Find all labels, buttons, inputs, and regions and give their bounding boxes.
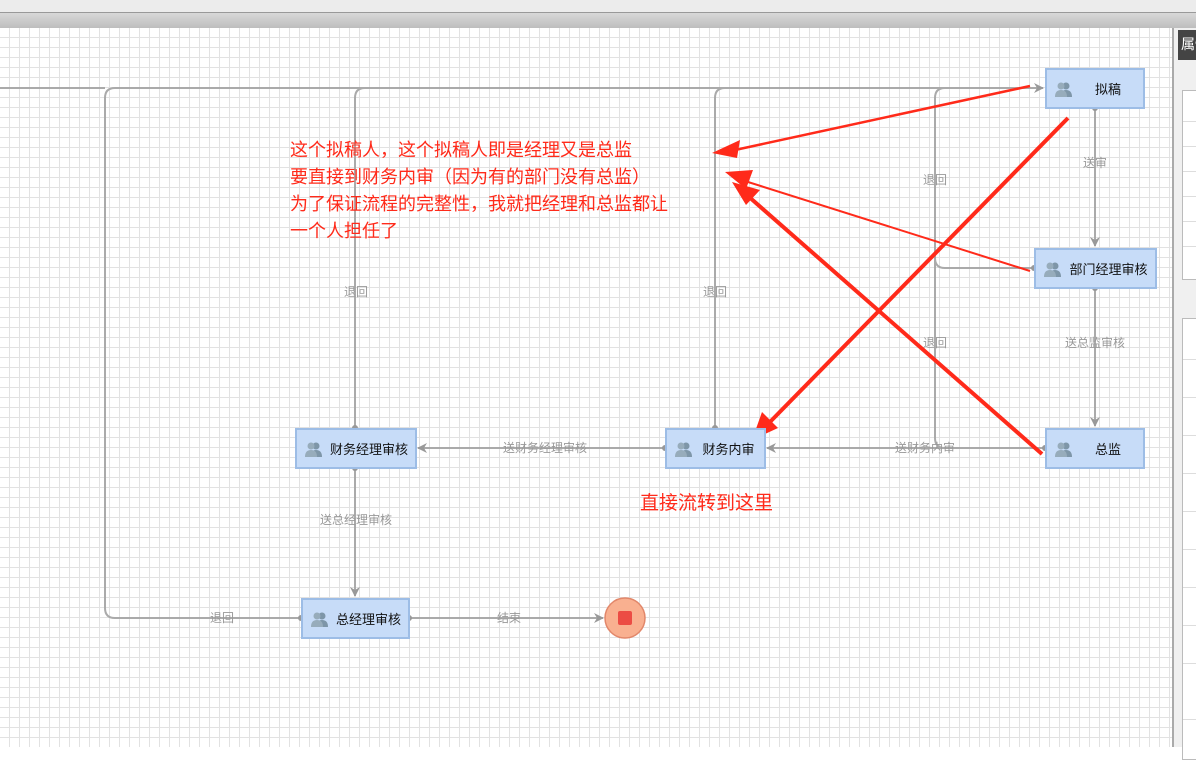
node-label: 拟稿 <box>1094 83 1121 98</box>
node-label: 财务内审 <box>702 443 755 458</box>
node-label: 财务经理审核 <box>329 443 408 458</box>
user-group-icon <box>1044 262 1061 277</box>
red-arrow <box>712 140 740 158</box>
edge-label: 退回 <box>923 336 947 350</box>
node-draft[interactable]: 拟稿 <box>1045 68 1145 109</box>
edge-return-general-manager <box>104 83 1044 619</box>
annotation-line: 这个拟稿人，这个拟稿人即是经理又是总监 <box>290 140 632 161</box>
edge-label: 退回 <box>923 173 947 187</box>
edge-label: 退回 <box>344 285 368 299</box>
node-label: 总监 <box>1094 443 1121 458</box>
edge-return-finance-manager <box>354 87 366 428</box>
annotation-line: 为了保证流程的完整性，我就把经理和总监都让 <box>290 194 668 215</box>
properties-panel-header: 属性 <box>1178 30 1196 60</box>
red-arrow <box>747 181 1031 272</box>
edge-label: 退回 <box>703 285 727 299</box>
edge-label: 送财务经理审核 <box>503 440 587 455</box>
edge-label: 送总经理审核 <box>320 512 392 527</box>
red-arrow <box>734 84 1031 152</box>
edge-label: 退回 <box>210 611 234 625</box>
edge-label: 送审 <box>1083 155 1107 170</box>
annotation-arrows <box>712 84 1070 456</box>
edge-return-dept <box>934 87 1034 269</box>
user-group-icon <box>1055 442 1072 457</box>
edge-label: 送总监审核 <box>1065 335 1125 350</box>
annotation-line: 一个人担任了 <box>290 221 398 242</box>
edge-return-director <box>934 260 1045 449</box>
red-arrow <box>725 170 753 189</box>
user-group-icon <box>675 442 692 457</box>
edge-label: 结束 <box>497 611 521 625</box>
node-director[interactable]: 总监 <box>1045 428 1145 469</box>
window-top-strip <box>0 0 1196 12</box>
workflow-edges: 送审 送总监审核 送财务内审 送财务经理审核 送总经理审核 结束 退回 退回 退… <box>0 83 1125 639</box>
properties-panel: 属性 <box>1172 28 1196 760</box>
annotation-text: 这个拟稿人，这个拟稿人即是经理又是总监 要直接到财务内审（因为有的部门没有总监）… <box>290 137 668 245</box>
toolbar <box>0 12 1196 29</box>
user-group-icon <box>305 442 322 457</box>
node-finance-manager-review[interactable]: 财务经理审核 <box>295 428 417 469</box>
edge-return-finance-internal <box>714 87 726 428</box>
workflow-canvas[interactable] <box>0 28 1172 747</box>
node-label: 总经理审核 <box>335 613 401 628</box>
node-label: 部门经理审核 <box>1069 263 1148 278</box>
red-arrow <box>746 194 1044 456</box>
user-group-icon <box>1055 82 1072 97</box>
property-grid[interactable] <box>1182 318 1196 760</box>
annotation-line: 要直接到财务内审（因为有的部门没有总监） <box>290 167 650 188</box>
red-arrow <box>732 182 760 205</box>
edge-label: 送财务内审 <box>895 440 955 455</box>
node-finance-internal-review[interactable]: 财务内审 <box>665 428 766 469</box>
node-palette[interactable] <box>1182 90 1196 280</box>
target-annotation: 直接流转到这里 <box>640 492 774 514</box>
node-dept-manager-review[interactable]: 部门经理审核 <box>1034 248 1157 289</box>
end-node[interactable] <box>604 597 646 639</box>
red-arrow <box>766 116 1070 426</box>
node-general-manager-review[interactable]: 总经理审核 <box>301 598 410 639</box>
user-group-icon <box>311 612 328 627</box>
